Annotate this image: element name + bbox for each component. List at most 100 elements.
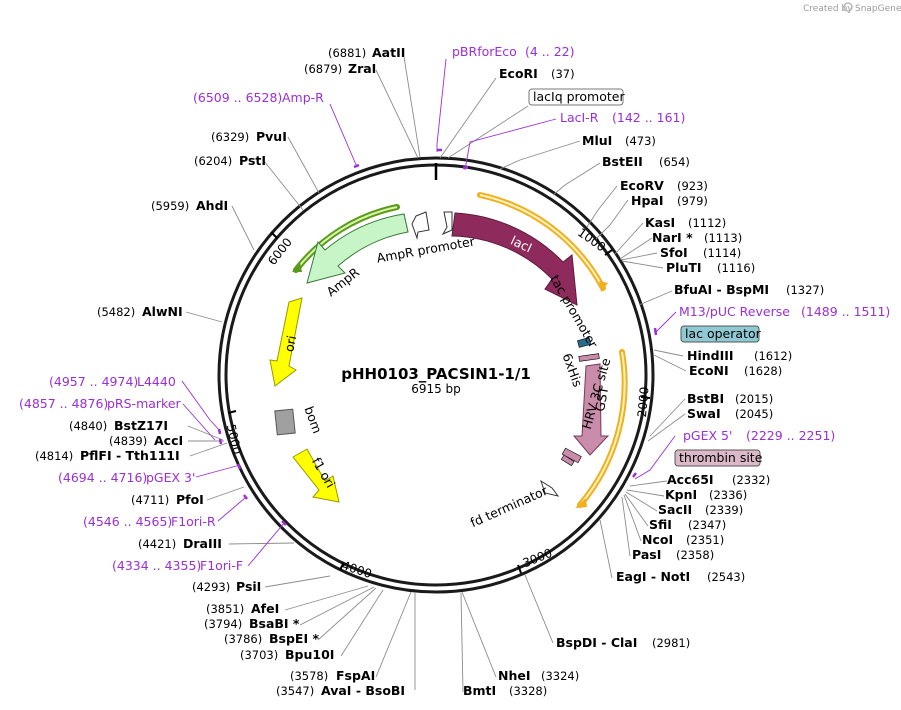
bom-feature[interactable] xyxy=(274,408,296,436)
site-ecori-name: EcoRI xyxy=(499,66,538,81)
site-hindiii-name: HindIII xyxy=(687,348,734,363)
gst-label: GST xyxy=(592,385,611,413)
site-pfoi-name: PfoI xyxy=(176,492,204,507)
site-bsabi-name: BsaBI * xyxy=(249,616,300,631)
site-bfuai-name: BfuAI - BspMI xyxy=(674,282,769,297)
laciq-label: lacIq promoter xyxy=(533,89,625,104)
site-pluti-name: PluTI xyxy=(666,260,702,275)
site-nhei-pos: (3324) xyxy=(541,669,579,683)
site-leaders xyxy=(185,56,687,693)
primer-laci-r-name: LacI-R xyxy=(560,110,599,125)
site-pasi-pos: (2358) xyxy=(676,548,714,562)
site-mlui-name: MluI xyxy=(582,133,612,148)
site-acc65i-pos: (2332) xyxy=(732,473,770,487)
primer-pgex3-range: (4694 .. 4716) xyxy=(58,470,147,485)
site-zrai-pos: (6879) xyxy=(304,62,342,76)
site-kpni-name: KpnI xyxy=(665,487,697,502)
site-bspdi-pos: (2981) xyxy=(652,636,690,650)
site-psii-pos: (4293) xyxy=(192,580,230,594)
site-bspei-pos: (3786) xyxy=(224,632,262,646)
primer-m13-name: M13/pUC Reverse xyxy=(679,304,790,319)
site-sacii-name: SacII xyxy=(658,502,692,517)
site-fspai-pos: (3578) xyxy=(290,669,328,683)
primer-m13-range: (1489 .. 1511) xyxy=(801,304,890,319)
primer-prs-marker-name: pRS-marker xyxy=(107,396,182,411)
fd-terminator-label: fd terminator xyxy=(468,482,550,530)
site-ecorv-pos: (923) xyxy=(677,179,708,193)
ampr-feature[interactable] xyxy=(306,213,409,284)
laciq-box xyxy=(528,88,624,106)
sixxhis-feature[interactable] xyxy=(578,353,600,362)
site-ahdi-pos: (5959) xyxy=(151,199,189,213)
site-swai-name: SwaI xyxy=(687,406,721,421)
site-nari-pos: (1113) xyxy=(704,231,742,245)
primer-pbrforeco-range: (4 .. 22) xyxy=(525,44,575,59)
backbone-outer xyxy=(217,156,655,594)
primer-pbrforeco-name: pBRforEco xyxy=(452,44,517,59)
site-ecori-pos: (37) xyxy=(551,67,575,81)
site-ncoi-name: NcoI xyxy=(642,532,673,547)
site-pflfi-pos: (4814) xyxy=(35,449,73,463)
site-swai-pos: (2045) xyxy=(735,407,773,421)
credit-brand: SnapGene xyxy=(855,4,901,14)
hrv3c-feature[interactable] xyxy=(561,447,582,464)
site-bpu10i-pos: (3703) xyxy=(240,648,278,662)
site-pflfi-name: PflFI - Tth111I xyxy=(80,448,180,463)
site-acc65i-name: Acc65I xyxy=(667,472,714,487)
thrombin-feature[interactable] xyxy=(560,454,575,467)
site-sfii-name: SfiI xyxy=(649,517,672,532)
laci-feature[interactable] xyxy=(451,212,578,306)
site-pasi-name: PasI xyxy=(632,547,661,562)
site-acci-name: AccI xyxy=(154,433,183,448)
site-bstz17i-pos: (4840) xyxy=(69,419,107,433)
site-bstbi-pos: (2015) xyxy=(735,392,773,406)
primer-l4440-name: L4440 xyxy=(137,374,176,389)
fd-terminator-feature[interactable] xyxy=(540,479,560,497)
lac-operator-label: lac operator xyxy=(685,326,762,341)
thrombin-label: thrombin site xyxy=(679,450,763,465)
thrombin-box xyxy=(674,449,761,467)
site-ahdi-name: AhdI xyxy=(196,198,228,213)
primer-leaders xyxy=(181,58,677,567)
site-sacii-pos: (2339) xyxy=(705,503,743,517)
tac-promoter-start-feature[interactable] xyxy=(441,211,453,236)
f1-ori-feature[interactable] xyxy=(292,448,340,503)
site-alwni-name: AlwNI xyxy=(142,304,183,319)
primer-f1ori-f-name: F1ori-F xyxy=(200,558,243,573)
site-afei-name: AfeI xyxy=(251,601,279,616)
site-afei-pos: (3851) xyxy=(206,602,244,616)
site-sfii-pos: (2347) xyxy=(688,518,726,532)
site-kpni-pos: (2336) xyxy=(709,488,747,502)
site-fspai-name: FspAI xyxy=(336,668,375,683)
site-bsteii-pos: (654) xyxy=(659,155,690,169)
site-psti-name: PstI xyxy=(239,153,266,168)
site-econi-pos: (1628) xyxy=(744,364,782,378)
site-alwni-pos: (5482) xyxy=(97,305,135,319)
primer-laci-r-range: (142 .. 161) xyxy=(612,110,685,125)
site-acci-pos: (4839) xyxy=(109,434,147,448)
site-bpu10i-name: Bpu10I xyxy=(285,647,334,662)
lac-operator-feature[interactable] xyxy=(577,337,592,348)
site-draiii-pos: (4421) xyxy=(138,537,176,551)
ori-feature[interactable] xyxy=(269,297,303,387)
map-title: pHH0103_PACSIN1-1/1 xyxy=(341,365,531,383)
tick-label-6000: 6000 xyxy=(265,235,295,268)
tick-label-2000: 2000 xyxy=(635,386,652,418)
site-psti-pos: (6204) xyxy=(194,154,232,168)
site-ncoi-pos: (2351) xyxy=(686,533,724,547)
primer-ampr-range: (6509 .. 6528) xyxy=(193,90,282,105)
site-bsabi-pos: (3794) xyxy=(204,617,242,631)
map-length: 6915 bp xyxy=(411,382,461,396)
ampr-promoter-feature[interactable] xyxy=(411,211,430,240)
site-econi-name: EcoNI xyxy=(689,363,729,378)
primer-f1ori-r-range: (4546 .. 4565) xyxy=(83,514,172,529)
gst-feature[interactable] xyxy=(572,363,610,456)
tick-marks xyxy=(227,231,651,574)
site-avai-pos: (3547) xyxy=(276,684,314,698)
site-bspei-name: BspEI * xyxy=(269,631,319,646)
primer-pgex3-name: pGEX 3' xyxy=(146,470,195,485)
primer-pgex5-name: pGEX 5' xyxy=(683,428,732,443)
primer-ampr-name: Amp-R xyxy=(282,90,324,105)
site-draiii-name: DraIII xyxy=(183,536,222,551)
